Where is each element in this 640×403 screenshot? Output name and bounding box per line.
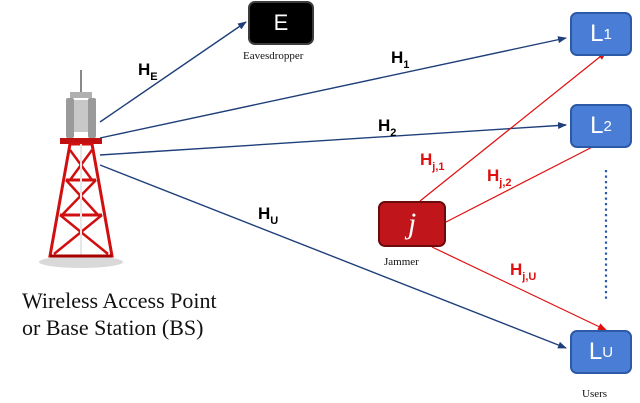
user-l2-sub: 2 xyxy=(603,117,612,135)
label-h1: H1 xyxy=(391,48,410,71)
eavesdropper-symbol: E xyxy=(273,10,289,35)
base-station-caption-line2: or Base Station (BS) xyxy=(22,315,204,340)
base-station-caption-line1: Wireless Access Point xyxy=(22,288,217,313)
eavesdropper-node: E xyxy=(248,1,314,45)
link-he xyxy=(99,21,247,123)
user-l1-sub: 1 xyxy=(603,25,612,43)
jammer-node: j xyxy=(378,201,446,247)
link-h2 xyxy=(99,122,567,156)
jammer-symbol: j xyxy=(407,207,417,240)
user-lu-sub: U xyxy=(602,343,614,361)
base-station-caption: Wireless Access Point or Base Station (B… xyxy=(22,287,217,341)
link-hj2 xyxy=(445,139,607,223)
link-hu xyxy=(99,164,567,349)
user-l2-main: L xyxy=(590,112,604,139)
label-hj2: Hj,2 xyxy=(487,166,512,189)
users-caption: Users xyxy=(582,388,608,400)
link-hj1 xyxy=(419,51,607,202)
label-hju: Hj,U xyxy=(510,260,537,283)
label-hu: HU xyxy=(258,204,279,227)
label-h2: H2 xyxy=(378,116,397,139)
link-hju xyxy=(431,246,607,331)
base-station-tower-icon xyxy=(39,70,123,268)
label-he: HE xyxy=(138,60,158,83)
user-lu-main: L xyxy=(588,338,603,365)
eavesdropper-caption: Eavesdropper xyxy=(243,50,304,62)
link-h1 xyxy=(99,36,567,139)
label-hj1: Hj,1 xyxy=(420,150,445,173)
user-l1-main: L xyxy=(590,20,604,47)
jammer-caption: Jammer xyxy=(384,256,419,268)
